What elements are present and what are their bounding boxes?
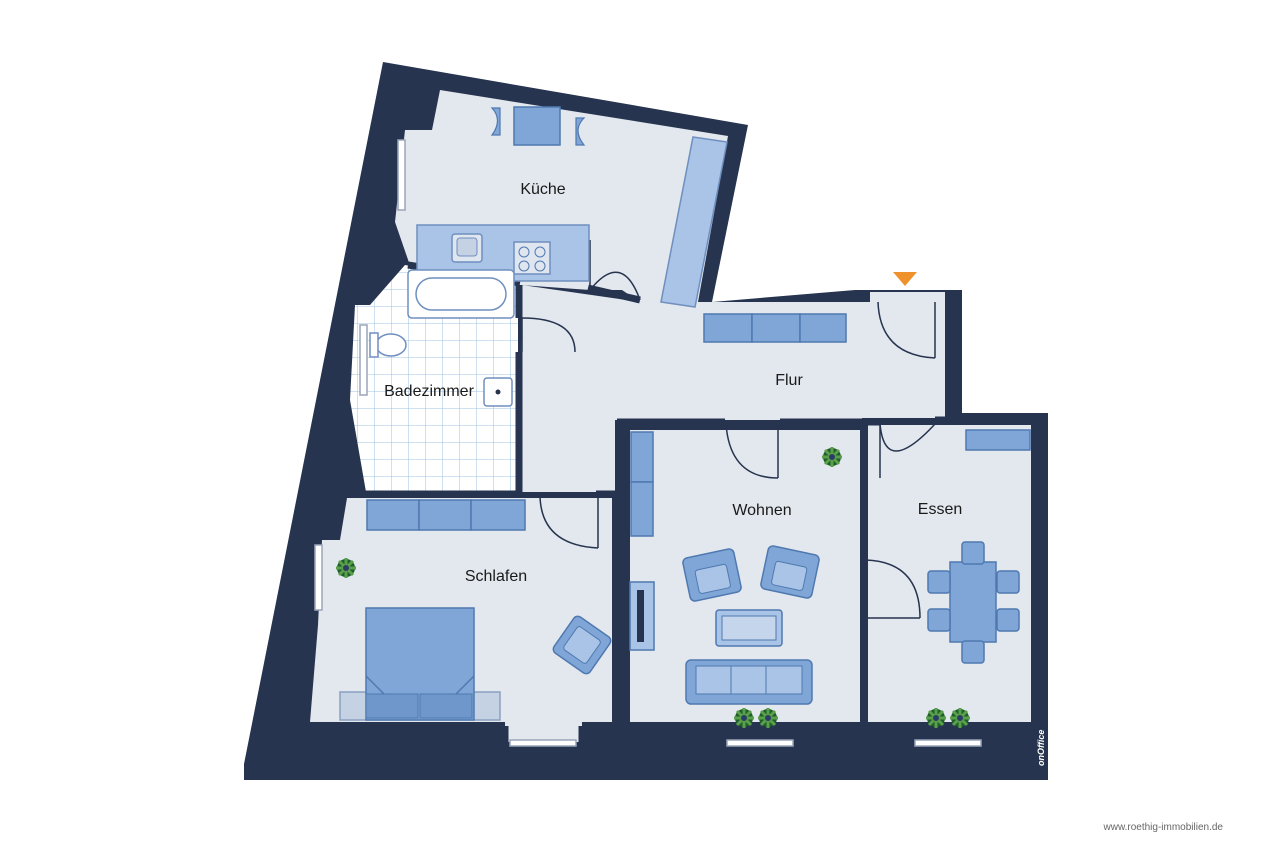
doors (521, 240, 936, 619)
sideboard (965, 429, 1031, 451)
window-icon (509, 739, 577, 747)
entrance-arrow-icon (893, 272, 917, 286)
door-icon (865, 559, 921, 619)
chair-icon (961, 640, 985, 664)
plant-icon (334, 556, 358, 580)
bathroom-fixtures (369, 269, 515, 407)
chair-icon (927, 608, 951, 632)
room-label-flur: Flur (775, 372, 803, 389)
wardrobe-section (366, 499, 420, 531)
door-icon (725, 423, 779, 479)
window-icon (397, 139, 406, 211)
plant-icon (820, 445, 844, 469)
room-label-essen: Essen (918, 501, 962, 518)
plant-icon (948, 706, 972, 730)
armchair-icon (760, 545, 820, 599)
window-icon (914, 739, 982, 747)
chair-icon (996, 608, 1020, 632)
kitchen-table (513, 106, 561, 146)
plant-icon (924, 706, 948, 730)
shelf-section (630, 481, 654, 537)
windows (314, 139, 982, 747)
wardrobe-section (470, 499, 526, 531)
wardrobe-section (799, 313, 847, 343)
wardrobe-section (703, 313, 753, 343)
plant-icon (756, 706, 780, 730)
armchair-icon (682, 548, 742, 602)
chair-icon (961, 541, 985, 565)
window-icon (314, 544, 323, 611)
credit-text: www.roethig-immobilien.de (1103, 822, 1224, 833)
tv-icon (637, 590, 644, 642)
interior-walls (245, 261, 1045, 774)
living-room-furniture (629, 431, 844, 730)
stove-icon (513, 241, 551, 275)
wardrobe-section (418, 499, 472, 531)
kitchen-cabinet (660, 136, 728, 308)
room-labels: Küche Flur Badezimmer Wohnen Essen Schla… (384, 181, 962, 585)
door-icon (539, 493, 599, 549)
window-icon (359, 324, 368, 396)
bedroom-furniture (334, 499, 612, 721)
wardrobe-section (751, 313, 801, 343)
door-icon (877, 301, 936, 359)
room-label-schlafen: Schlafen (465, 568, 527, 585)
chair-icon (927, 570, 951, 594)
door-icon (589, 271, 641, 301)
dining-table (949, 561, 997, 643)
plant-icon (732, 706, 756, 730)
room-label-kueche: Küche (520, 181, 565, 198)
hallway-furniture (703, 313, 847, 343)
armchair-icon (552, 615, 612, 675)
shelf-section (630, 431, 654, 483)
door-icon (521, 317, 576, 353)
dining-room-furniture (924, 429, 1031, 730)
logo: onOffice (1036, 730, 1046, 766)
room-label-wohnen: Wohnen (732, 502, 791, 519)
chair-icon (996, 570, 1020, 594)
room-label-badezimmer: Badezimmer (384, 383, 474, 400)
toilet-icon (375, 333, 407, 357)
door-icon (879, 423, 936, 452)
window-icon (726, 739, 794, 747)
